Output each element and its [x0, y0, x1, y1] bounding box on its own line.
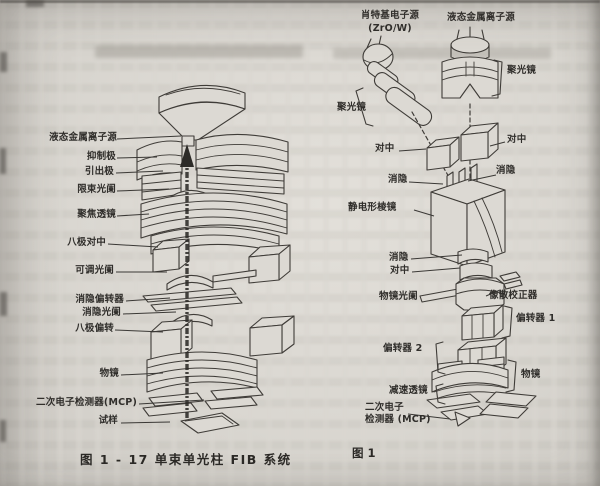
label-adjustable-aperture: 可调光阑 — [75, 265, 114, 276]
label-se-detector-right-line1: 二次电子 — [365, 402, 404, 413]
label-centering-right: 对中 — [507, 134, 527, 145]
label-deflector-2: 偏转器 2 — [383, 343, 423, 354]
label-condenser-lens-right: 聚光镜 — [507, 65, 537, 76]
label-blanking-mid: 消隐 — [389, 252, 409, 263]
label-deflector-1: 偏转器 1 — [516, 313, 556, 324]
right-leader-lines — [355, 59, 517, 420]
figure-1-17-caption: 图 1 - 17 单束单光柱 FIB 系统 — [80, 452, 292, 467]
label-octupole-centering: 八极对中 — [67, 237, 106, 248]
label-beam-limiting-aperture: 限束光阑 — [77, 184, 116, 195]
label-objective-lens-left: 物镜 — [99, 368, 119, 379]
left-fib-column-drawing — [136, 84, 295, 434]
label-octupole-deflection: 八极偏转 — [75, 323, 114, 334]
label-blanking-left: 消隐 — [388, 174, 408, 185]
label-specimen: 试样 — [98, 415, 118, 426]
label-centering-left: 对中 — [375, 143, 395, 154]
label-liquid-metal-ion-source: 液态金属离子源 — [49, 132, 117, 143]
label-objective-aperture: 物镜光阑 — [379, 291, 418, 302]
label-centering-mid: 对中 — [390, 265, 410, 276]
right-dual-column-drawing — [362, 26, 537, 427]
label-lmis-right: 液态金属离子源 — [447, 12, 515, 23]
label-blanking-right: 消隐 — [496, 165, 516, 176]
label-condenser-lens-left: 聚光镜 — [337, 102, 367, 113]
label-objective-lens-right: 物镜 — [521, 369, 541, 380]
label-schottky-zro-w: (ZrO/W) — [368, 23, 412, 34]
label-blanking-aperture: 消隐光阑 — [82, 307, 121, 318]
figure-right-caption: 图 1 — [352, 446, 376, 460]
left-leader-lines — [107, 135, 205, 424]
label-schottky-source: 肖特基电子源 — [360, 10, 420, 21]
label-electrostatic-prism: 静电形棱镜 — [348, 202, 397, 213]
label-blanking-deflector: 消隐偏转器 — [75, 294, 124, 305]
label-deceleration-lens: 减速透镜 — [389, 385, 428, 396]
label-suppressor-electrode: 抑制极 — [86, 151, 116, 162]
label-se-detector-mcp-left: 二次电子检测器(MCP) — [36, 397, 137, 408]
label-se-detector-right-line2: 检测器 (MCP) — [365, 414, 431, 425]
label-extractor-electrode: 引出极 — [84, 166, 114, 177]
label-focusing-lens: 聚焦透镜 — [77, 209, 116, 220]
label-stigmator: 像散校正器 — [489, 290, 538, 301]
